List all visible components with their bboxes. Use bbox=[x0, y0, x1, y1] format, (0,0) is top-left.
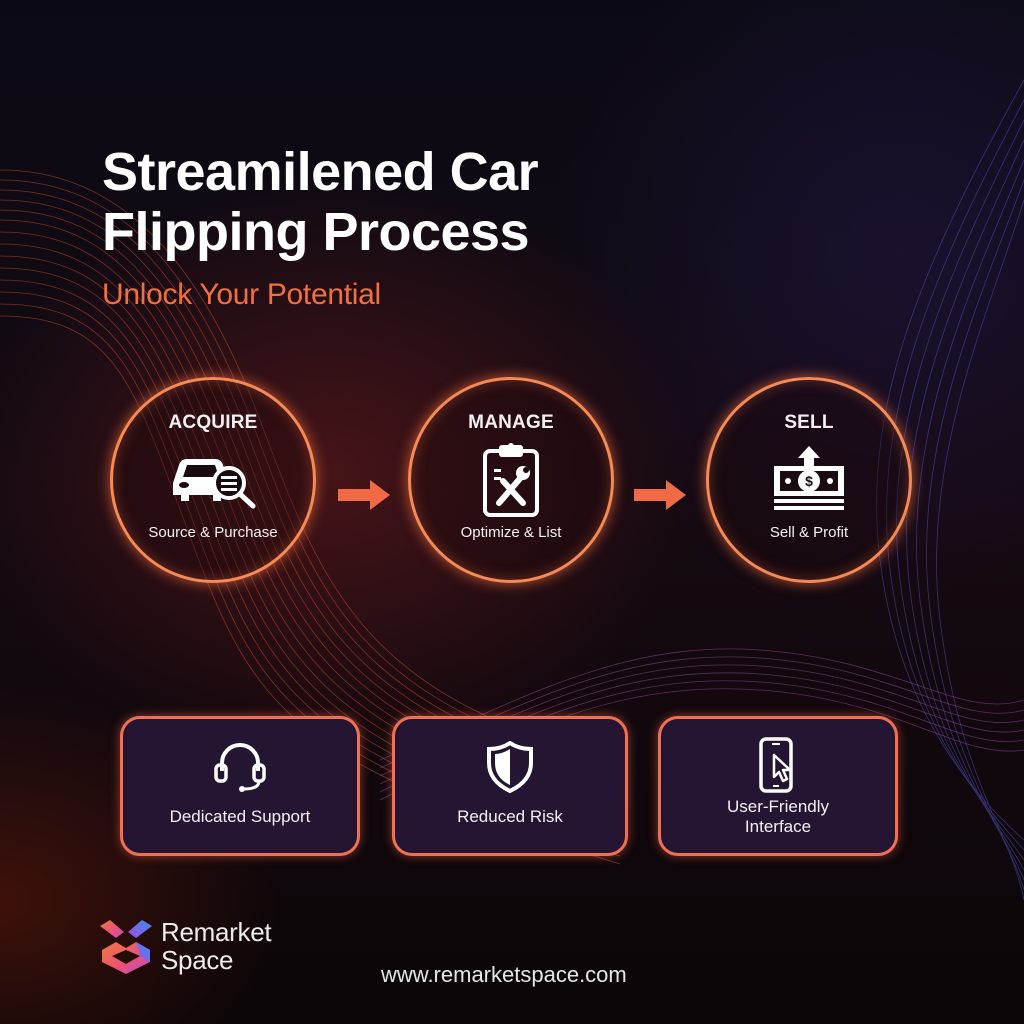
brand-name-line-2: Space bbox=[161, 945, 234, 975]
brand-name-line-1: Remarket bbox=[161, 917, 272, 947]
feature-label: Dedicated Support bbox=[169, 807, 311, 826]
feature-label-line-2: Interface bbox=[744, 817, 812, 836]
step-label: ACQUIRE bbox=[168, 412, 258, 433]
step-description: Sell & Profit bbox=[769, 524, 849, 541]
car-search-icon bbox=[167, 444, 259, 514]
step-description: Source & Purchase bbox=[148, 524, 278, 541]
step-sell: SELL $ Sell & Profit bbox=[706, 377, 912, 583]
step-label: SELL bbox=[784, 412, 834, 433]
subtitle: Unlock Your Potential bbox=[102, 278, 381, 311]
step-manage: MANAGE Optimize & List bbox=[408, 377, 614, 583]
title-line-1: Streamilened Car bbox=[102, 142, 539, 202]
phone-cursor-icon bbox=[758, 737, 798, 793]
website-link[interactable]: www.remarketspace.com bbox=[381, 962, 627, 987]
feature-label-line-1: User-Friendly bbox=[726, 797, 830, 816]
feature-card-risk: Reduced Risk bbox=[392, 716, 628, 856]
svg-text:$: $ bbox=[805, 473, 813, 489]
shield-icon bbox=[487, 741, 533, 793]
feature-card-support: Dedicated Support bbox=[120, 716, 360, 856]
step-description: Optimize & List bbox=[460, 524, 562, 541]
page-title: Streamilened Car Flipping Process bbox=[102, 142, 539, 262]
headset-icon bbox=[212, 741, 268, 793]
feature-label: Reduced Risk bbox=[457, 807, 563, 826]
clipboard-tools-icon bbox=[481, 443, 541, 517]
arrow-right-icon bbox=[634, 480, 686, 510]
remarket-space-logo-icon bbox=[100, 920, 152, 974]
money-up-icon: $ bbox=[772, 444, 846, 514]
step-label: MANAGE bbox=[468, 412, 554, 433]
feature-label: User-Friendly Interface bbox=[727, 797, 829, 837]
feature-card-interface: User-Friendly Interface bbox=[658, 716, 898, 856]
arrow-right-icon bbox=[338, 480, 390, 510]
step-acquire: ACQUIRE Source & Purchase bbox=[110, 377, 316, 583]
title-line-2: Flipping Process bbox=[102, 202, 530, 262]
brand-name: Remarket Space bbox=[161, 917, 272, 975]
